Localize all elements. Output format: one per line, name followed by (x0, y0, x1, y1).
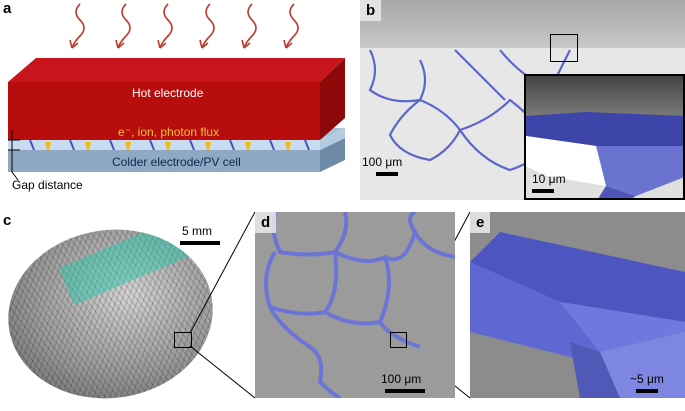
panel-c-scale-label: 5 mm (182, 224, 212, 238)
gap-indicator (8, 130, 20, 181)
cold-electrode-label: Colder electrode/PV cell (112, 155, 241, 169)
panel-e-spacer-wall (470, 232, 685, 398)
panel-b-scale-label: 100 μm (362, 155, 403, 169)
flux-arrows (45, 142, 291, 152)
cold-electrode-front (8, 150, 320, 172)
inset-spacer-wall (526, 112, 683, 198)
panel-d-honeycomb (264, 212, 455, 398)
panel-c: c 5 mm (0, 208, 247, 411)
zoom-box (550, 34, 578, 62)
panel-e-label: e (470, 212, 491, 233)
hot-electrode-top (8, 58, 345, 82)
panel-d-scale-label: 100 μm (381, 372, 422, 386)
panel-e-scale-label: ~5 μm (630, 372, 664, 386)
panel-b-label: b (360, 0, 382, 21)
spacer-pillars (29, 139, 310, 151)
panel-a: a (0, 0, 345, 200)
panel-e-scale-bar (636, 389, 658, 393)
panel-a-label: a (3, 0, 12, 17)
panel-b: b 10 μm 100 μm (360, 0, 685, 200)
panel-d: d 100 μm (255, 212, 455, 398)
inset-scale-label: 10 μm (532, 172, 566, 186)
wafer-zoom-box (174, 332, 192, 348)
panel-c-label: c (3, 212, 12, 229)
schematic-diagram (8, 3, 345, 181)
incoming-radiation-arrows (69, 3, 299, 49)
panel-d-zoom-box (390, 332, 407, 348)
panel-d-scale-bar (385, 389, 425, 393)
hot-electrode-front (8, 82, 320, 140)
panel-d-label: d (255, 212, 277, 233)
panel-e: e ~5 μm (470, 212, 685, 398)
panel-c-scale-bar (180, 241, 220, 245)
hot-electrode-label: Hot electrode (132, 86, 204, 100)
gap-distance-label: Gap distance (12, 178, 83, 192)
panel-b-inset: 10 μm (524, 74, 685, 200)
flux-label: e⁻, ion, photon flux (118, 125, 220, 139)
panel-b-scale-bar (376, 172, 398, 176)
wafer-image (0, 216, 224, 411)
inset-scale-bar (532, 189, 554, 193)
